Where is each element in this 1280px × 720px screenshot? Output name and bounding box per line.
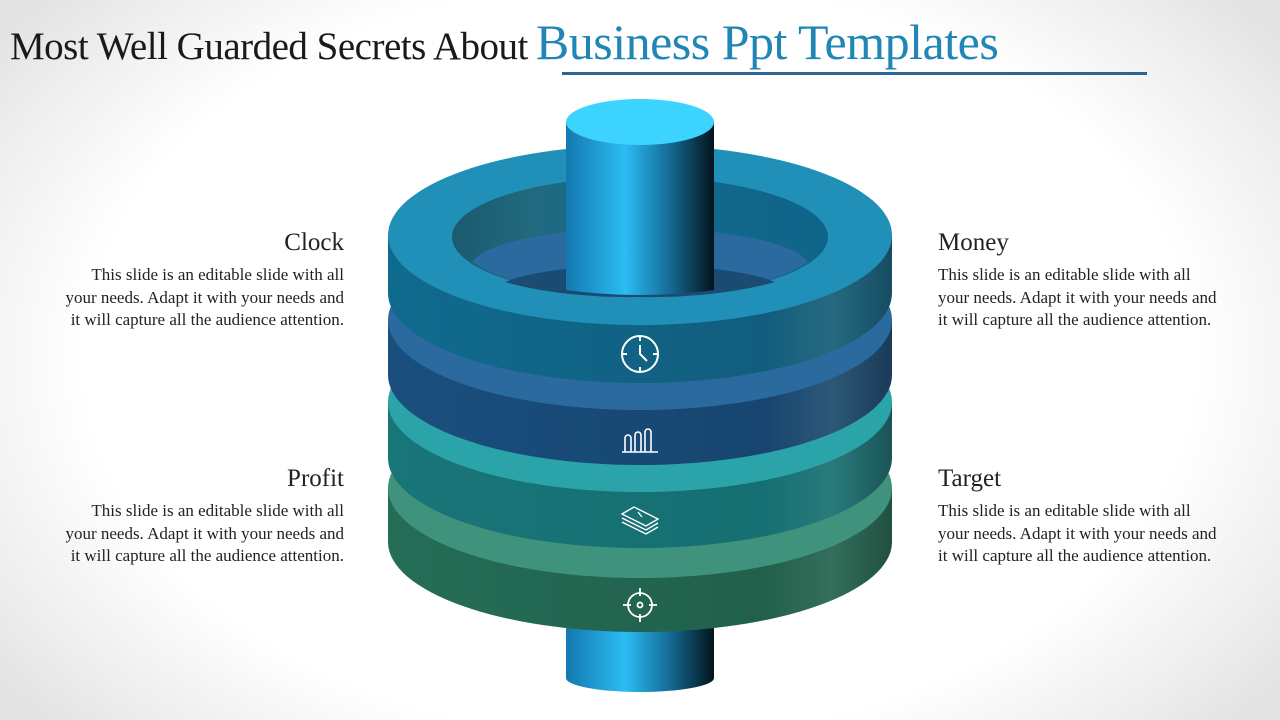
item-target: Target This slide is an editable slide w… <box>938 464 1218 568</box>
title-prefix: Most Well Guarded Secrets About <box>10 25 528 68</box>
item-money: Money This slide is an editable slide wi… <box>938 228 1218 332</box>
item-text: This slide is an editable slide with all… <box>938 501 1217 565</box>
item-profit: Profit This slide is an editable slide w… <box>64 464 344 568</box>
bar-chart-icon <box>622 428 658 453</box>
item-heading: Clock <box>284 229 344 256</box>
item-text: This slide is an editable slide with all… <box>938 265 1217 329</box>
item-clock: Clock This slide is an editable slide wi… <box>64 228 344 332</box>
title-underline <box>562 72 1147 75</box>
item-text: This slide is an editable slide with all… <box>65 265 344 329</box>
item-heading: Target <box>938 465 1002 492</box>
target-icon <box>623 588 657 622</box>
item-heading: Profit <box>287 465 344 492</box>
item-heading: Money <box>938 229 1009 256</box>
title-highlight: Business Ppt Templates <box>535 14 999 70</box>
item-text: This slide is an editable slide with all… <box>65 501 344 565</box>
money-stack-icon <box>620 506 660 535</box>
clock-icon <box>621 335 659 373</box>
center-cylinder-top <box>566 99 714 295</box>
